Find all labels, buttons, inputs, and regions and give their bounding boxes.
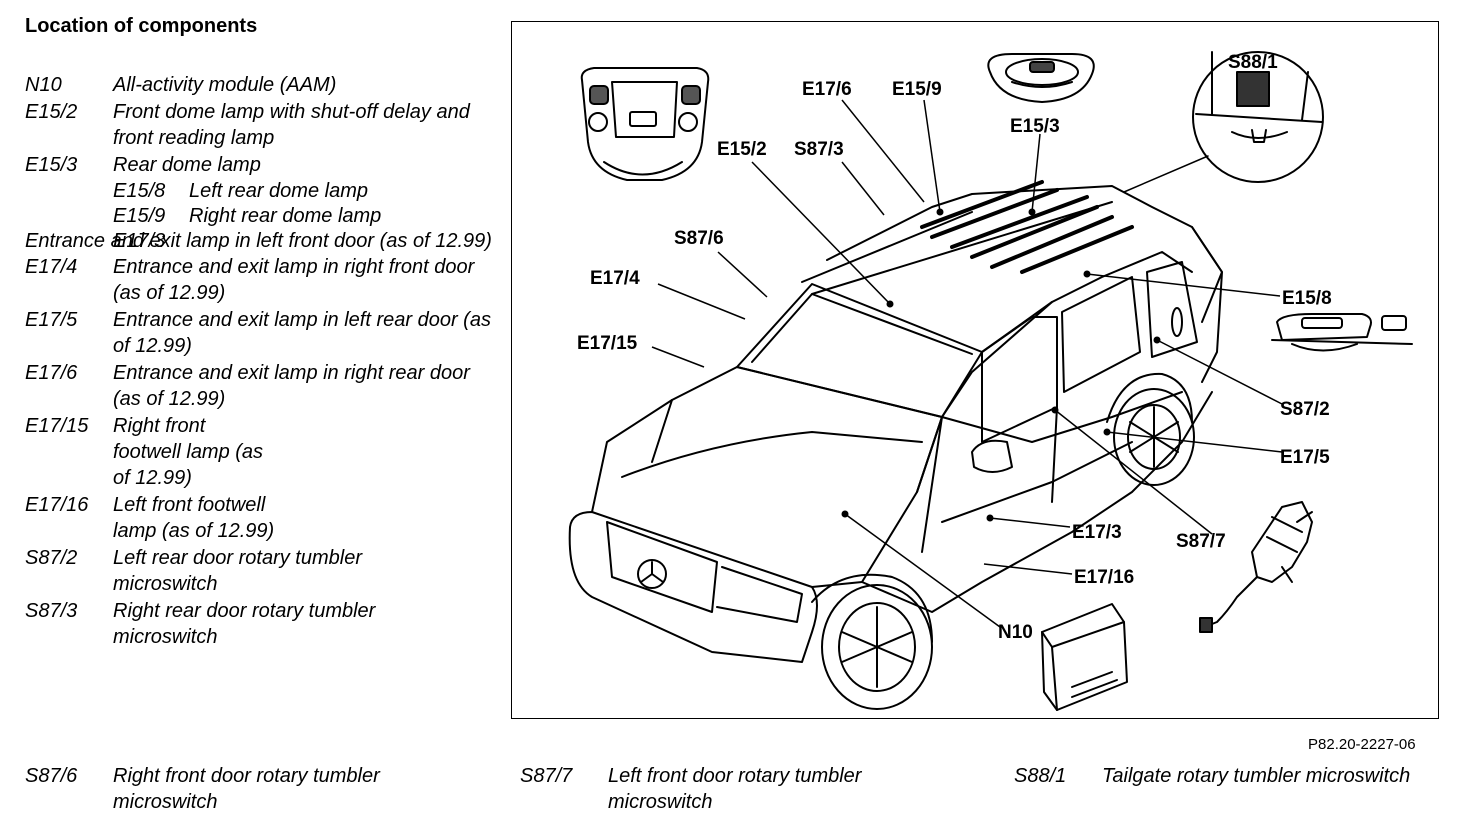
callout-s87-6: S87/6 bbox=[674, 228, 724, 249]
figure-reference: P82.20-2227-06 bbox=[1308, 736, 1416, 753]
callout-e15-8: E15/8 bbox=[1282, 288, 1332, 309]
legend-code: S87/6 bbox=[25, 765, 78, 787]
callout-e17-6: E17/6 bbox=[802, 79, 852, 100]
tailgate-switch-inset bbox=[1192, 51, 1324, 183]
legend-desc: Entrance and exit lamp in right front do… bbox=[113, 256, 475, 304]
vehicle-diagram: E17/6 E15/9 E15/3 S88/1 E15/2 S87/3 S87/… bbox=[511, 21, 1439, 719]
legend-entry: E17/6 Entrance and exit lamp in right rea… bbox=[25, 360, 495, 412]
legend-entry: E17/4 Entrance and exit lamp in right fro… bbox=[25, 254, 495, 306]
legend-code: E17/6 bbox=[25, 362, 78, 384]
legend-entry: E17/16 Left front footwell lamp (as of 12… bbox=[25, 492, 495, 544]
callout-e17-4: E17/4 bbox=[590, 268, 640, 289]
legend-desc: Left front door rotary tumbler microswit… bbox=[608, 765, 862, 813]
legend-entry: S87/6 Right front door rotary tumbler mi… bbox=[25, 763, 445, 815]
callout-dots bbox=[841, 208, 1161, 522]
legend-code: S88/1 bbox=[1014, 765, 1067, 787]
callout-s87-3: S87/3 bbox=[794, 139, 844, 160]
legend-desc: Tailgate rotary tumbler microswitch bbox=[1102, 765, 1411, 787]
legend-code: E17/5 bbox=[25, 309, 78, 331]
front-dome-lamp-inset bbox=[580, 67, 710, 181]
callout-e15-3: E15/3 bbox=[1010, 116, 1060, 137]
legend-desc: Left rear dome lamp bbox=[189, 180, 368, 202]
legend-subentry: E15/9 Right rear dome lamp bbox=[25, 204, 495, 229]
legend-desc: All-activity module (AAM) bbox=[113, 74, 337, 96]
legend-code: S87/2 bbox=[25, 547, 78, 569]
legend-code: E17/15 bbox=[25, 415, 89, 437]
legend-entry: S88/1 Tailgate rotary tumbler microswitc… bbox=[1014, 763, 1464, 789]
rear-dome-lamp-inset bbox=[987, 53, 1095, 103]
legend-code: E15/2 bbox=[25, 101, 78, 123]
vehicle-drawing: E17/6 E15/9 E15/3 S88/1 E15/2 S87/3 S87/… bbox=[568, 51, 1413, 711]
legend-entry: S87/3 Right rear door rotary tumbler micr… bbox=[25, 598, 495, 650]
callout-s88-1: S88/1 bbox=[1228, 52, 1278, 73]
callout-s87-7: S87/7 bbox=[1176, 531, 1226, 552]
component-legend: N10 All-activity module (AAM) E15/2 Front … bbox=[25, 72, 495, 651]
callout-e15-9: E15/9 bbox=[892, 79, 942, 100]
aam-module-inset bbox=[1041, 603, 1128, 711]
legend-code: S87/7 bbox=[520, 765, 573, 787]
legend-entry: N10 All-activity module (AAM) bbox=[25, 72, 495, 98]
legend-code: S87/3 bbox=[25, 600, 78, 622]
legend-entry: S87/7 Left front door rotary tumbler mic… bbox=[520, 763, 920, 815]
legend-desc: Entrance and exit lamp in left rear door… bbox=[113, 309, 491, 357]
callout-e17-3: E17/3 bbox=[1072, 522, 1122, 543]
rear-left-dome-lamp-inset bbox=[1271, 313, 1413, 352]
legend-desc: Right front footwell lamp (as of 12.99) bbox=[113, 415, 264, 489]
legend-desc: Entrance and exit lamp in left front doo… bbox=[25, 230, 492, 252]
callout-s87-2: S87/2 bbox=[1280, 399, 1330, 420]
legend-code: E15/8 bbox=[113, 180, 166, 202]
legend-desc: Right rear door rotary tumbler microswit… bbox=[113, 600, 376, 648]
legend-entry: E17/5 Entrance and exit lamp in left rear… bbox=[25, 307, 495, 359]
legend-entry: E15/2 Front dome lamp with shut-off delay… bbox=[25, 99, 495, 151]
legend-desc: Left rear door rotary tumbler microswitc… bbox=[113, 547, 362, 595]
legend-entry: S87/2 Left rear door rotary tumbler micro… bbox=[25, 545, 495, 597]
legend-entry: E15/3 Rear dome lamp bbox=[25, 152, 495, 178]
legend-entry: E17/15 Right front footwell lamp (as of 1… bbox=[25, 413, 495, 491]
legend-desc: Right rear dome lamp bbox=[189, 205, 382, 227]
callout-e17-16: E17/16 bbox=[1074, 567, 1134, 588]
legend-code: E15/9 bbox=[113, 205, 166, 227]
legend-code: E17/4 bbox=[25, 256, 78, 278]
callout-leaders bbox=[651, 99, 1283, 628]
legend-desc: Front dome lamp with shut-off delay and … bbox=[113, 101, 470, 149]
legend-desc: Entrance and exit lamp in right rear doo… bbox=[113, 362, 470, 410]
legend-subentry: E15/8 Left rear dome lamp bbox=[25, 179, 495, 204]
callout-e17-15: E17/15 bbox=[577, 333, 638, 354]
legend-code: E17/16 bbox=[25, 494, 89, 516]
legend-desc: Rear dome lamp bbox=[113, 154, 261, 176]
legend-desc: Right front door rotary tumbler microswi… bbox=[113, 765, 380, 813]
door-latch-inset bbox=[1199, 501, 1313, 633]
callout-n10: N10 bbox=[998, 622, 1033, 643]
legend-desc: Left front footwell lamp (as of 12.99) bbox=[113, 494, 275, 542]
page-title: Location of components bbox=[25, 15, 258, 37]
callout-e15-2: E15/2 bbox=[717, 139, 767, 160]
legend-code: N10 bbox=[25, 74, 62, 96]
legend-code: E15/3 bbox=[25, 154, 78, 176]
legend-code: E17/3 bbox=[113, 230, 166, 252]
callout-e17-5: E17/5 bbox=[1280, 447, 1330, 468]
